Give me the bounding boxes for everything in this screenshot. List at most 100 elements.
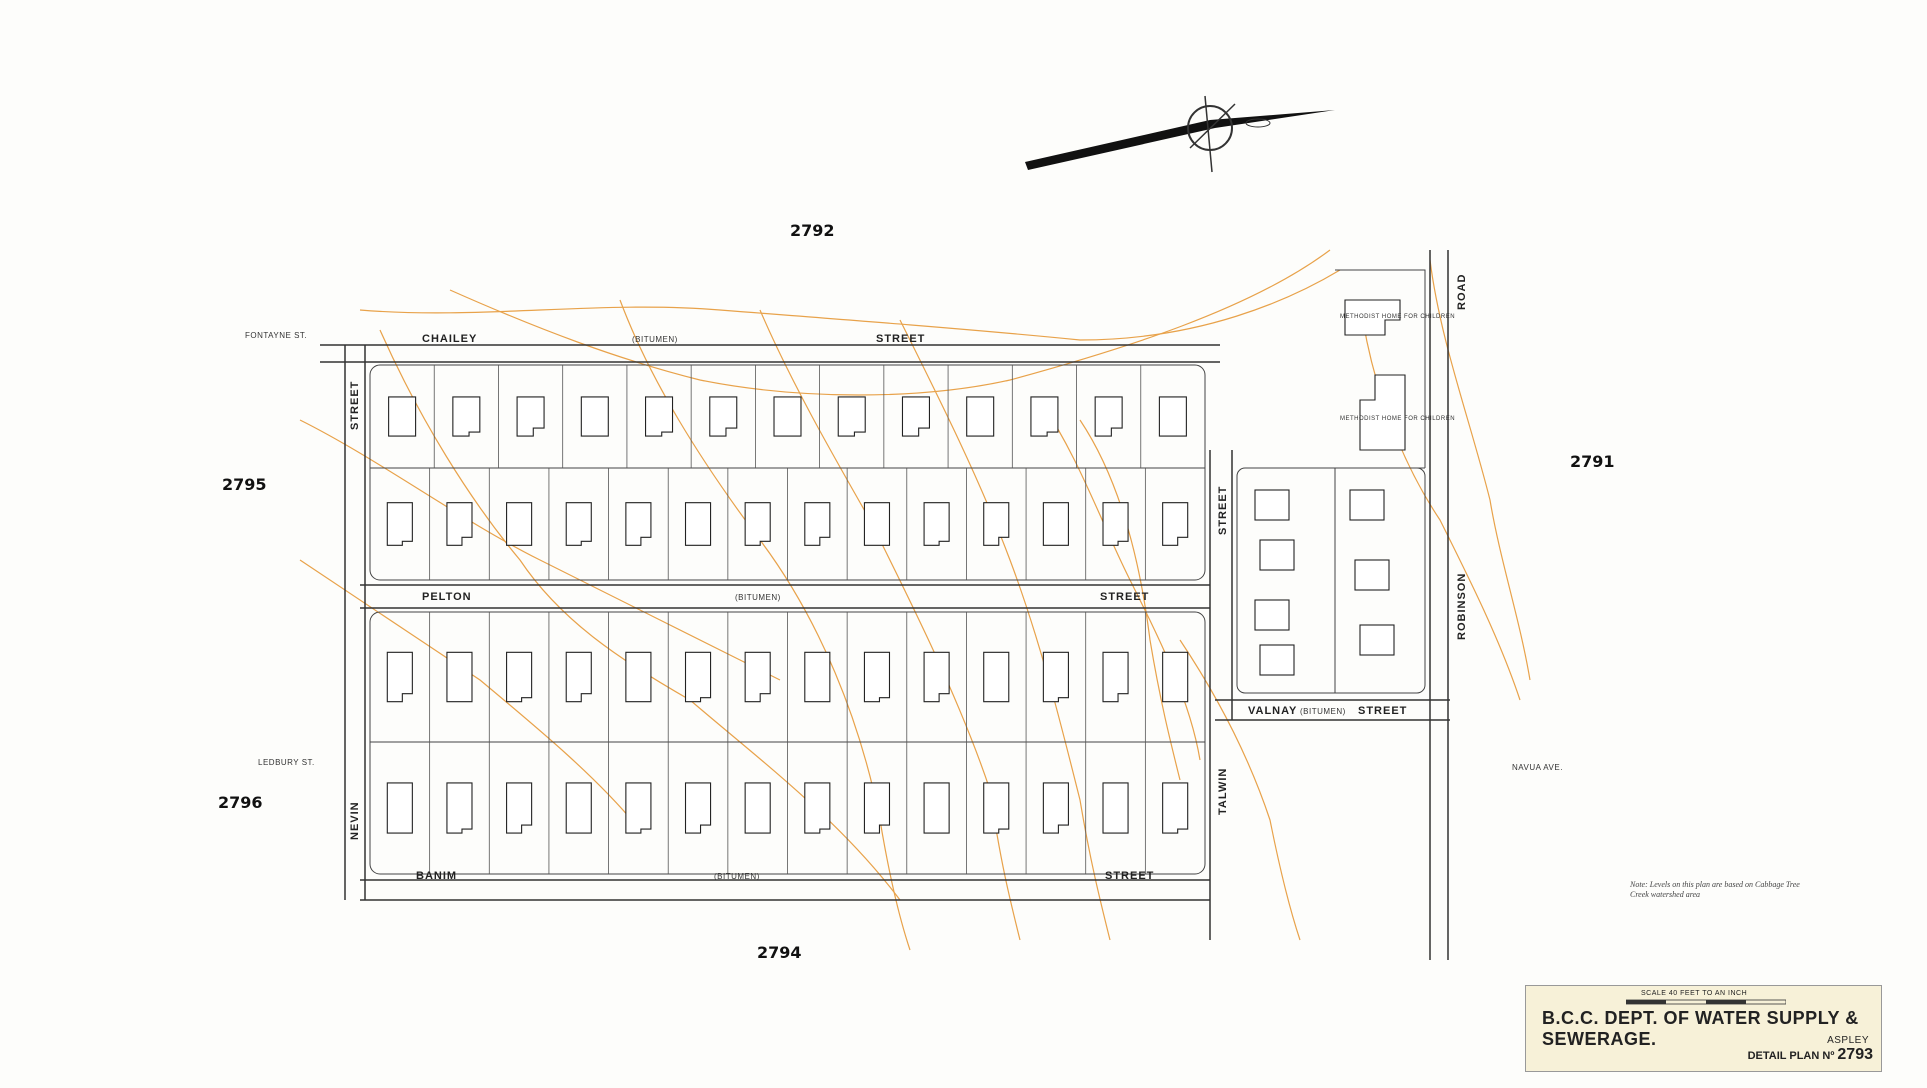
house-footprint <box>1259 644 1295 676</box>
house-footprint <box>1162 782 1189 834</box>
house-footprint <box>966 396 995 437</box>
house-footprint <box>1359 624 1395 656</box>
house-footprint <box>983 502 1010 546</box>
house-footprint <box>1102 502 1129 546</box>
house-footprints <box>386 396 1395 834</box>
street-label-banim-street: STREET <box>1105 870 1154 882</box>
street-label-ledbury: LEDBURY ST. <box>258 758 315 767</box>
house-footprint <box>1254 489 1290 521</box>
house-footprint <box>983 782 1010 834</box>
street-label-banim-surface: (BITUMEN) <box>714 872 760 881</box>
street-label-talwin-street: STREET <box>1217 486 1229 535</box>
house-footprint <box>446 502 473 546</box>
house-footprint <box>506 782 533 834</box>
street-label-talwin: TALWIN <box>1217 768 1229 815</box>
house-footprint <box>506 651 533 703</box>
house-footprint <box>837 396 866 437</box>
house-footprint <box>386 651 413 703</box>
house-footprint <box>1162 502 1189 546</box>
house-footprint <box>863 502 891 546</box>
street-label-chailey-surface: (BITUMEN) <box>632 335 678 344</box>
scale-bar <box>1626 999 1786 1005</box>
suburb-name: ASPLEY <box>1827 1035 1869 1046</box>
house-footprint <box>1102 651 1129 703</box>
detail-plan-label: DETAIL PLAN Nº <box>1747 1050 1835 1062</box>
house-footprint <box>923 502 950 546</box>
house-footprint <box>1042 502 1069 546</box>
street-label-banim: BANIM <box>416 870 457 882</box>
house-footprint <box>684 502 712 546</box>
lot-dividers <box>429 365 1146 874</box>
house-footprint <box>1254 599 1290 631</box>
house-footprint <box>625 502 652 546</box>
methodist-home-buildings <box>1344 299 1406 451</box>
street-label-robinson: ROBINSON <box>1456 573 1468 640</box>
house-footprint <box>625 782 652 834</box>
street-label-fontayne: FONTAYNE ST. <box>245 331 307 340</box>
levels-note: Note: Levels on this plan are based on C… <box>1630 880 1800 899</box>
house-footprint <box>863 651 891 703</box>
house-footprint <box>901 396 930 437</box>
house-footprint <box>684 782 712 834</box>
building-label-home-2: METHODIST HOME FOR CHILDREN <box>1340 416 1455 422</box>
plan-number-west-lower: 2796 <box>218 793 263 812</box>
house-footprint <box>983 651 1010 703</box>
street-label-chailey-street: STREET <box>876 333 925 345</box>
plan-number-south: 2794 <box>757 943 802 962</box>
contour-lines <box>299 249 1531 951</box>
street-label-nevin-street: STREET <box>349 381 361 430</box>
house-footprint <box>386 502 413 546</box>
house-footprint <box>516 396 545 437</box>
house-footprint <box>1102 782 1129 834</box>
house-footprint <box>565 502 592 546</box>
street-label-valnay-surface: (BITUMEN) <box>1300 707 1346 716</box>
house-footprint <box>684 651 712 703</box>
department-title: B.C.C. DEPT. OF WATER SUPPLY & SEWERAGE. <box>1542 1008 1859 1049</box>
house-footprint <box>386 782 413 834</box>
house-footprint <box>1354 559 1390 591</box>
scale-text: SCALE 40 FEET TO AN INCH <box>1641 990 1748 997</box>
title-block: SCALE 40 FEET TO AN INCH B.C.C. DEPT. OF… <box>1525 985 1882 1072</box>
house-footprint <box>804 502 831 546</box>
house-footprint <box>452 396 481 437</box>
house-footprint <box>388 396 417 437</box>
house-footprint <box>923 782 950 834</box>
house-footprint <box>744 782 771 834</box>
street-label-road: ROAD <box>1456 274 1468 310</box>
building-label-home-1: METHODIST HOME FOR CHILDREN <box>1340 314 1455 320</box>
plan-number-east: 2791 <box>1570 452 1615 471</box>
house-footprint <box>446 651 473 703</box>
house-footprint <box>580 396 609 437</box>
house-footprint <box>1162 651 1189 703</box>
street-label-chailey: CHAILEY <box>422 333 477 345</box>
house-footprint <box>645 396 674 437</box>
detail-plan-number: DETAIL PLAN Nº 2793 <box>1748 1046 1873 1064</box>
street-label-valnay-street: STREET <box>1358 705 1407 717</box>
house-footprint <box>565 651 592 703</box>
house-footprint <box>744 502 771 546</box>
house-footprint <box>1030 396 1059 437</box>
street-label-pelton: PELTON <box>422 591 472 603</box>
house-footprint <box>446 782 473 834</box>
house-footprint <box>565 782 592 834</box>
house-footprint <box>1042 782 1069 834</box>
house-footprint <box>1094 396 1123 437</box>
street-network <box>320 250 1450 960</box>
street-label-navua: NAVUA AVE. <box>1512 763 1563 772</box>
north-arrow-icon <box>1025 95 1335 173</box>
house-footprint <box>506 502 533 546</box>
street-label-pelton-street: STREET <box>1100 591 1149 603</box>
house-footprint <box>1259 539 1295 571</box>
street-label-pelton-surface: (BITUMEN) <box>735 593 781 602</box>
street-label-valnay: VALNAY <box>1248 705 1297 717</box>
house-footprint <box>863 782 891 834</box>
house-footprint <box>804 782 831 834</box>
house-footprint <box>744 651 771 703</box>
house-footprint <box>625 651 652 703</box>
house-footprint <box>709 396 738 437</box>
house-footprint <box>1158 396 1187 437</box>
house-footprint <box>923 651 950 703</box>
house-footprint <box>1349 489 1385 521</box>
house-footprint <box>804 651 831 703</box>
